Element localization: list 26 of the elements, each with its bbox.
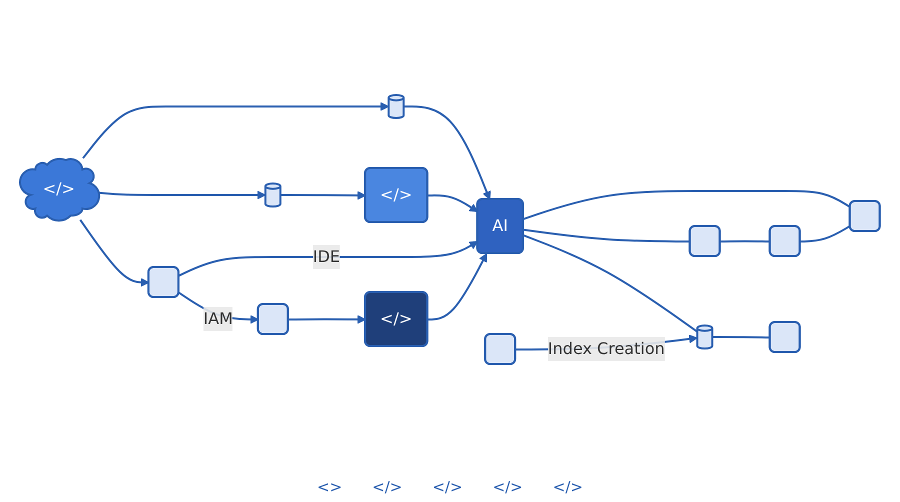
connector xyxy=(523,190,851,220)
node-cylinder xyxy=(388,94,405,120)
arrow xyxy=(178,241,478,278)
code-symbol-label: </> xyxy=(432,478,463,496)
arrow xyxy=(82,102,390,160)
connector xyxy=(800,226,851,244)
edge-label: IDE xyxy=(313,248,340,267)
arrow xyxy=(288,316,366,324)
code-symbol-label: </> xyxy=(552,478,583,496)
arrow xyxy=(80,220,150,288)
edge-label: Index Creation xyxy=(548,340,665,359)
connector xyxy=(712,336,770,340)
edge-label: IAM xyxy=(204,310,234,329)
arrow xyxy=(428,194,478,213)
code-symbol-label: </> xyxy=(492,478,523,496)
connector xyxy=(523,234,698,333)
connector xyxy=(720,240,770,244)
arrow xyxy=(280,192,366,200)
node-cylinder xyxy=(264,183,282,208)
code-symbol-label: </> xyxy=(372,478,402,496)
arrow xyxy=(428,254,488,322)
connector xyxy=(523,229,690,244)
arrow xyxy=(98,191,266,200)
arrow xyxy=(404,106,492,200)
node-cylinder xyxy=(696,325,714,350)
code-symbol-label: <> xyxy=(317,478,342,496)
